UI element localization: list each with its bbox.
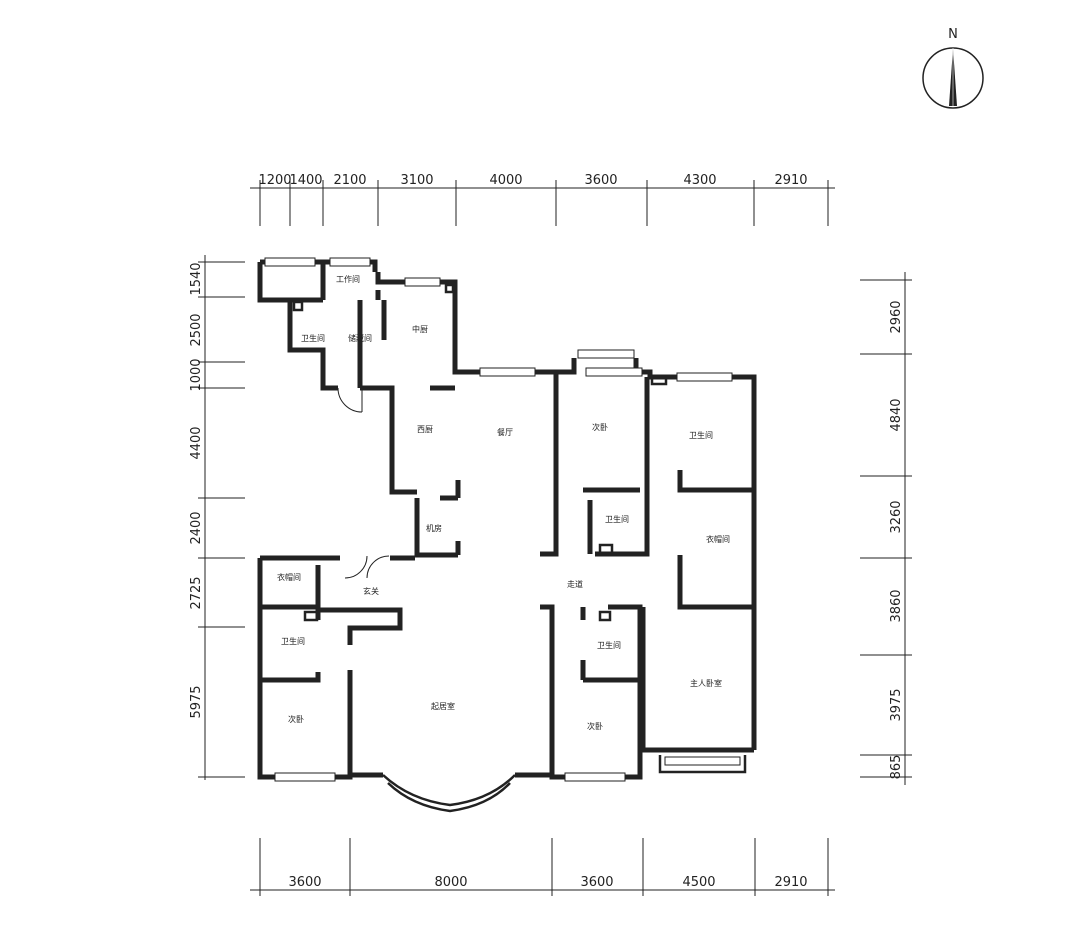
room-labels: 工作间 卫生间 储藏间 中厨 西厨 餐厅 次卧 卫生间 卫生间 机房 衣帽间 衣…	[277, 274, 730, 731]
room-western-kitchen: 西厨	[417, 425, 433, 434]
dim-top-7: 4300	[683, 173, 716, 188]
room-corridor: 走道	[567, 579, 583, 589]
walls	[257, 259, 757, 780]
dim-top-6: 3600	[584, 173, 617, 188]
room-entrance: 玄关	[363, 586, 379, 596]
room-bath-b: 卫生间	[689, 430, 713, 440]
room-living: 起居室	[431, 701, 455, 711]
room-bath-e: 卫生间	[597, 640, 621, 650]
dim-right-4: 3860	[889, 589, 904, 622]
room-storage: 储藏间	[348, 333, 372, 343]
left-dimensions: 1540 2500 1000 4400 2400 2725 5975	[189, 255, 245, 780]
room-dining: 餐厅	[497, 428, 513, 437]
dim-top-3: 2100	[333, 173, 366, 188]
right-dimensions: 2960 4840 3260 3860 3975 865	[860, 272, 912, 785]
doors	[337, 387, 390, 579]
dim-left-3: 1000	[189, 358, 204, 391]
dim-bottom-2: 8000	[434, 875, 467, 890]
room-second-bedroom-b: 次卧	[288, 714, 304, 724]
dim-left-5: 2400	[189, 511, 204, 544]
dim-right-1: 2960	[889, 300, 904, 333]
dim-right-5: 3975	[889, 688, 904, 721]
room-bath-d: 卫生间	[281, 636, 305, 646]
dim-right-6: 865	[889, 755, 904, 780]
dim-left-2: 2500	[189, 313, 204, 346]
dim-top-2: 1400	[289, 173, 322, 188]
bay-window	[382, 774, 516, 813]
dim-top-1: 1200	[258, 173, 291, 188]
dim-left-7: 5975	[189, 685, 204, 718]
dim-right-2: 4840	[889, 398, 904, 431]
room-bath-a: 卫生间	[301, 333, 325, 343]
dim-bottom-4: 4500	[682, 875, 715, 890]
room-second-bedroom-a: 次卧	[592, 422, 608, 432]
dim-right-3: 3260	[889, 500, 904, 533]
room-second-bedroom-c: 次卧	[587, 721, 603, 731]
room-walkin-b: 衣帽间	[706, 534, 730, 544]
room-walkin-a: 衣帽间	[277, 572, 301, 582]
compass-north-label: N	[948, 27, 958, 42]
dim-left-1: 1540	[189, 262, 204, 295]
dim-bottom-3: 3600	[580, 875, 613, 890]
dim-bottom-5: 2910	[774, 875, 807, 890]
room-work: 工作间	[336, 274, 360, 284]
dim-left-4: 4400	[189, 426, 204, 459]
dim-top-8: 2910	[774, 173, 807, 188]
room-bath-c: 卫生间	[605, 514, 629, 524]
dim-bottom-1: 3600	[288, 875, 321, 890]
fixtures	[292, 283, 668, 622]
compass: N	[922, 27, 984, 109]
dim-top-5: 4000	[489, 173, 522, 188]
dim-left-6: 2725	[189, 576, 204, 609]
top-dimensions: 1200 1400 2100 3100 4000 3600 4300 2910	[250, 173, 835, 226]
bottom-dimensions: 3600 8000 3600 4500 2910	[250, 838, 835, 896]
dim-top-4: 3100	[400, 173, 433, 188]
room-machine: 机房	[426, 523, 442, 533]
windows	[264, 257, 747, 782]
room-chinese-kitchen: 中厨	[412, 324, 428, 334]
room-master: 主人卧室	[690, 678, 722, 688]
